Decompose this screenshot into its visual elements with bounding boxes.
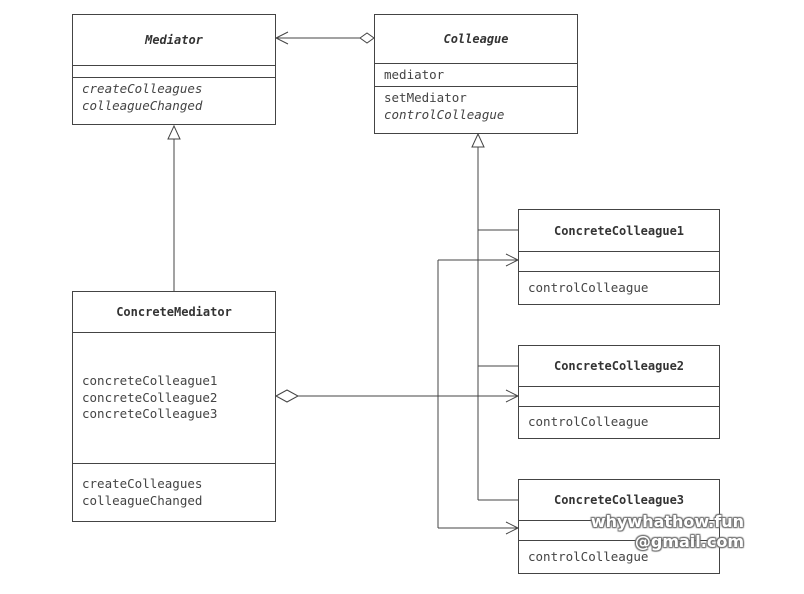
- mediator-operations-section: createColleagues colleagueChanged: [73, 77, 275, 117]
- operation-control-colleague: controlColleague: [384, 106, 505, 122]
- watermark-line2: @gmail.com: [634, 532, 744, 551]
- colleague-class-name: Colleague: [443, 32, 509, 46]
- operation-create-colleagues: createColleagues: [82, 81, 203, 96]
- operation-control-colleague: controlColleague: [528, 280, 649, 295]
- mediator-fields-section: [73, 65, 275, 77]
- concrete-colleague3-operations-section: controlColleague: [519, 540, 719, 569]
- concrete-mediator-aggregation-diamond: [274, 389, 300, 403]
- field-concrete-colleague1: concreteColleague1: [82, 373, 218, 389]
- operation-create-colleagues: createColleagues: [82, 476, 203, 491]
- mediator-class-name: Mediator: [145, 33, 203, 47]
- field-concrete-colleague3: concreteColleague3: [82, 406, 218, 422]
- colleague-aggregation-diamond: [359, 32, 375, 44]
- concrete-mediator-class-name: ConcreteMediator: [116, 305, 232, 319]
- concrete-colleague1-class: ConcreteColleague1 controlColleague: [518, 209, 720, 305]
- colleague-class: Colleague mediator setMediator controlCo…: [374, 14, 578, 134]
- watermark-text: whywhathow.fun @gmail.com: [578, 512, 744, 552]
- field-mediator: mediator: [384, 67, 445, 82]
- concrete-colleague3-class: ConcreteColleague3 controlColleague: [518, 479, 720, 574]
- concrete-colleague2-class: ConcreteColleague2 controlColleague: [518, 345, 720, 439]
- mediator-class: Mediator createColleagues colleagueChang…: [72, 14, 276, 125]
- concrete-colleague2-operations-section: controlColleague: [519, 406, 719, 434]
- colleague-inheritance-triangle: [471, 132, 485, 148]
- operation-set-mediator: setMediator: [384, 90, 467, 105]
- operation-colleague-changed: colleagueChanged: [82, 97, 203, 113]
- concrete-colleague1-fields-section: [519, 251, 719, 271]
- concrete-mediator-fields-section: concreteColleague1 concreteColleague2 co…: [73, 332, 275, 463]
- mediator-arrowhead: [274, 31, 289, 45]
- concrete-colleague1-class-name: ConcreteColleague1: [553, 223, 685, 238]
- colleague-operations-section: setMediator controlColleague: [375, 86, 577, 126]
- concrete-mediator-operations-section: createColleagues colleagueChanged: [73, 463, 275, 512]
- concrete-colleague2-fields-section: [519, 386, 719, 406]
- colleague-fields-section: mediator: [375, 63, 577, 86]
- concrete-colleague3-class-name: ConcreteColleague3: [553, 493, 685, 507]
- concrete-mediator-class: ConcreteMediator concreteColleague1 conc…: [72, 291, 276, 522]
- concrete-colleague2-class-name: ConcreteColleague2: [553, 359, 685, 373]
- watermark-line1: whywhathow.fun: [590, 512, 744, 531]
- mediator-inheritance-triangle: [167, 124, 181, 140]
- operation-colleague-changed: colleagueChanged: [82, 492, 203, 508]
- concrete-colleague3-fields-section: [519, 520, 719, 540]
- operation-control-colleague: controlColleague: [528, 414, 649, 429]
- operation-control-colleague: controlColleague: [528, 549, 649, 564]
- concrete-colleague1-operations-section: controlColleague: [519, 271, 719, 300]
- field-concrete-colleague2: concreteColleague2: [82, 389, 218, 405]
